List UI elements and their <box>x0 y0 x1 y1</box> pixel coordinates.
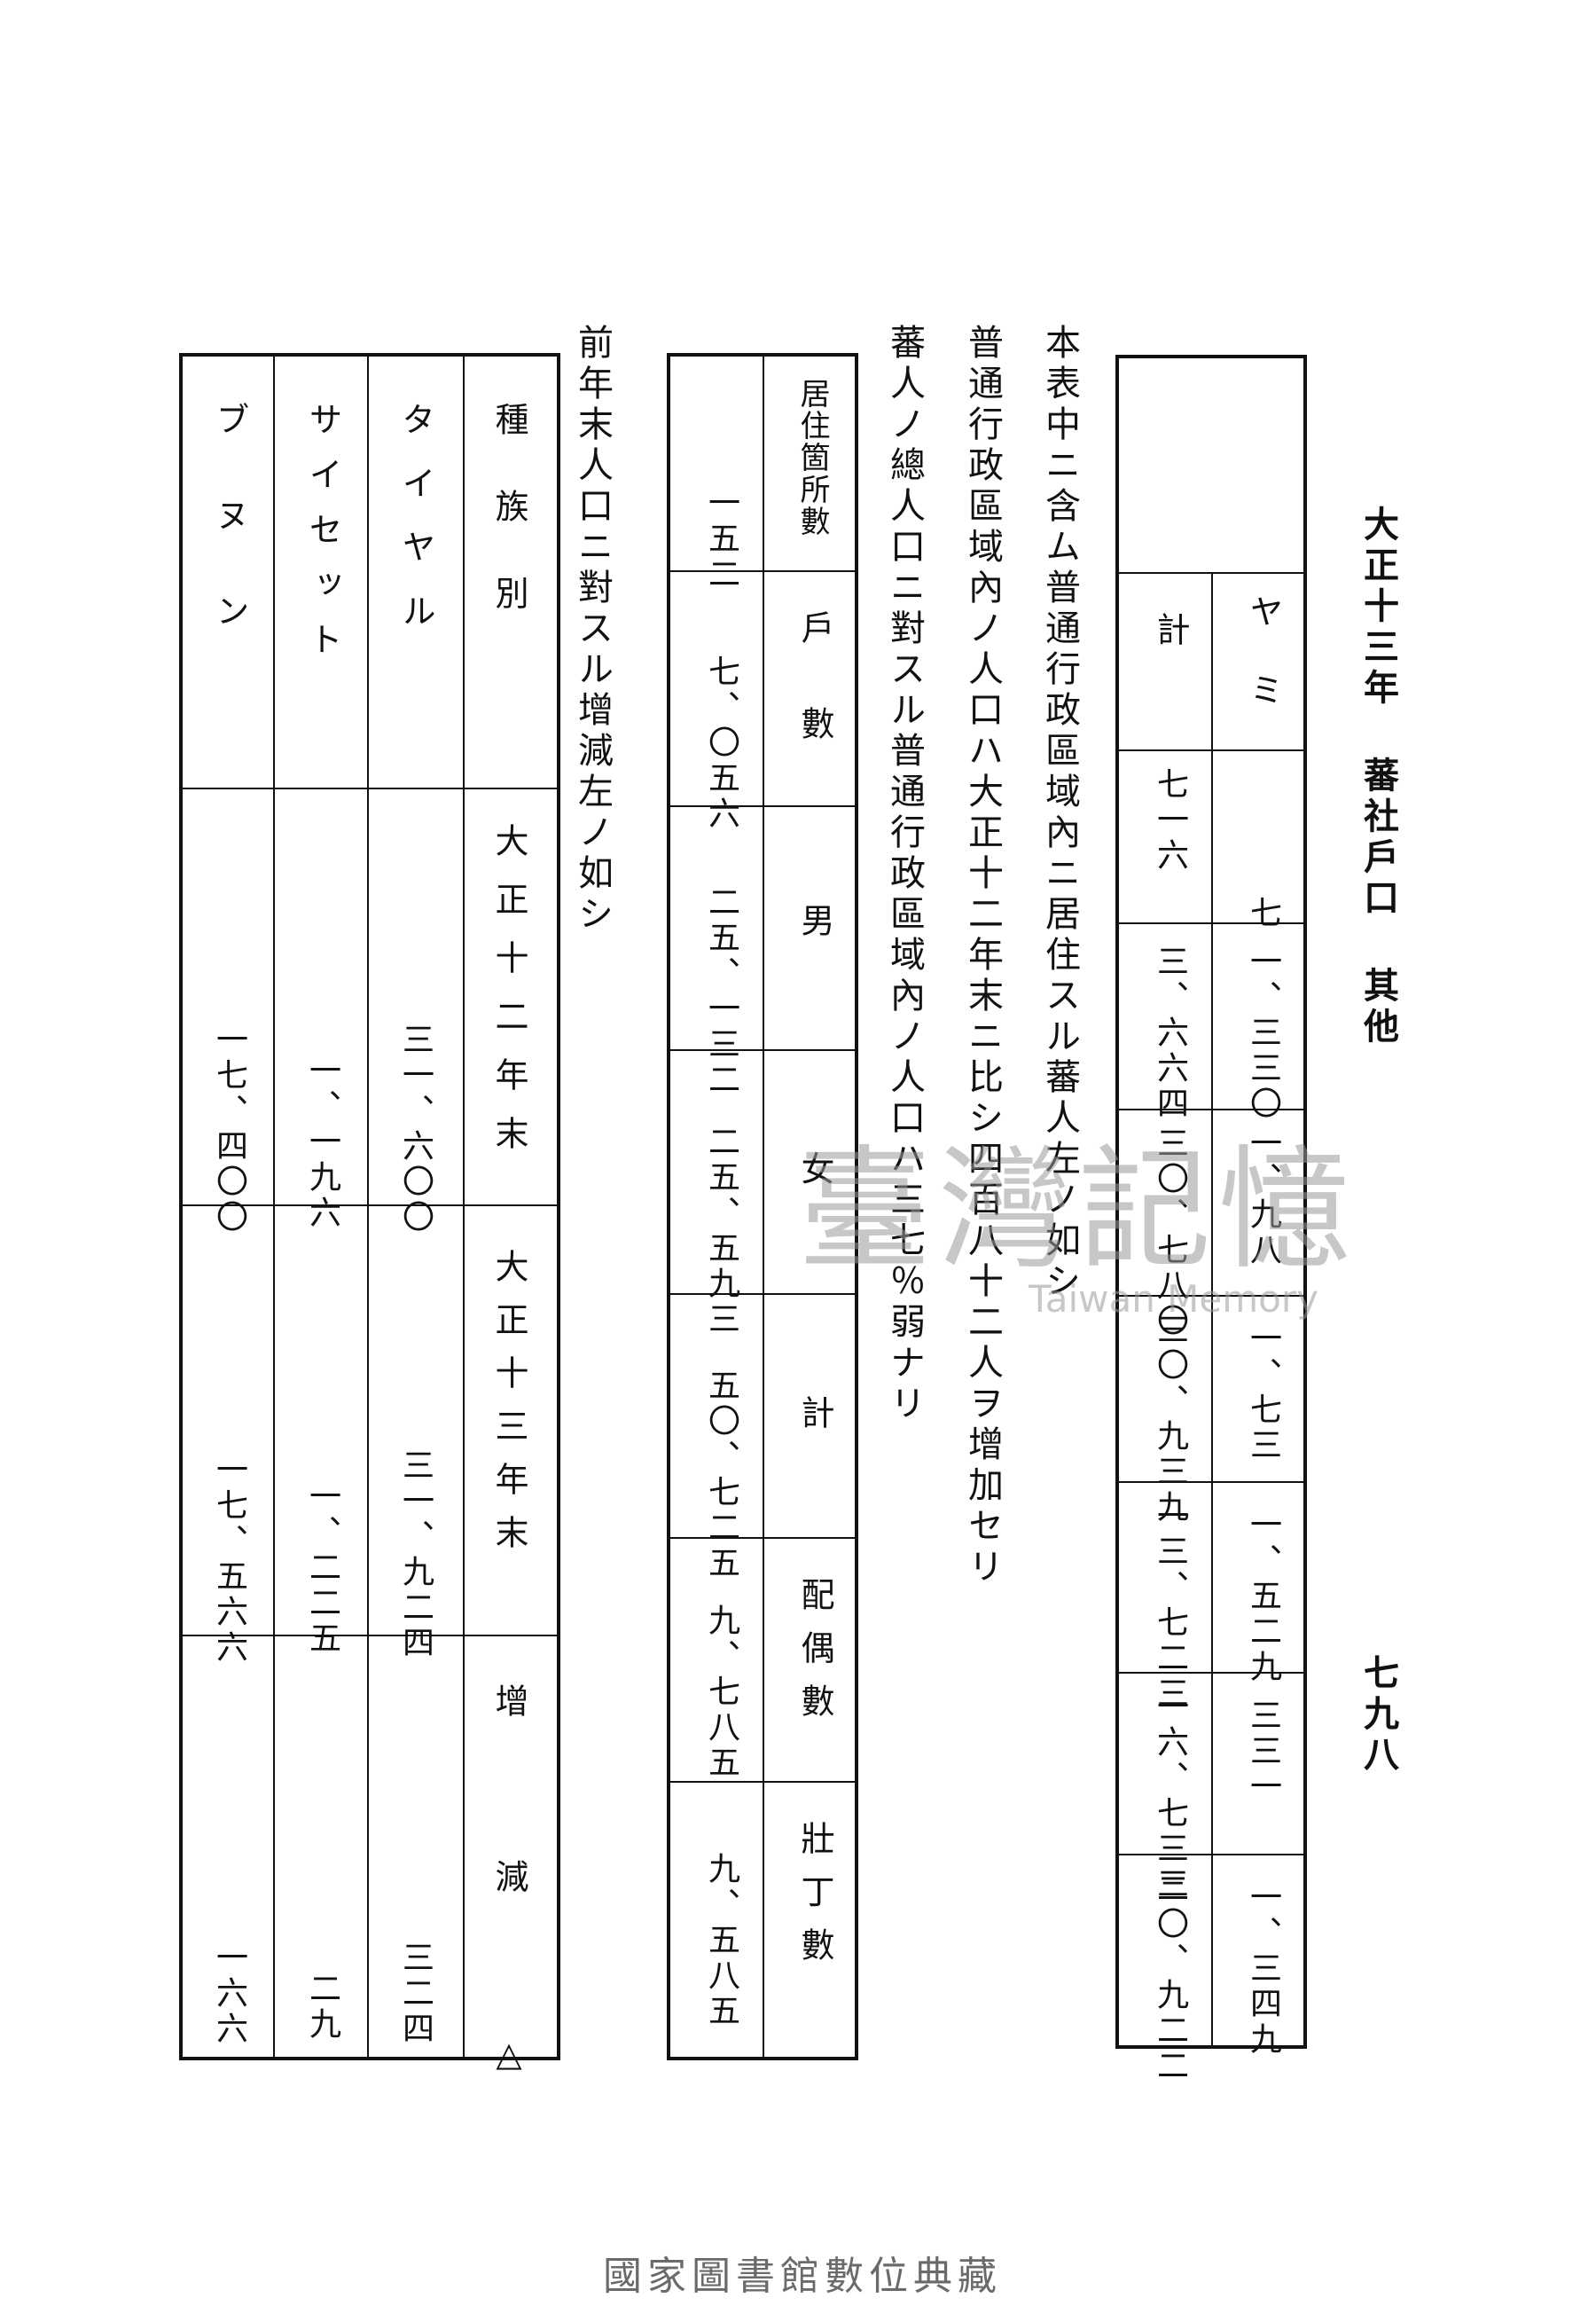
table-cell: 一、三四九 <box>1245 1880 1281 2058</box>
table-cell: 七 <box>1245 896 1281 931</box>
column-header: 居住箇所數 <box>794 378 830 537</box>
column-header: 男 <box>795 903 834 942</box>
table-cell: 一六、七三三 <box>1152 1690 1188 1902</box>
table-population-change: 種族別 大正十二年末 大正十三年末 增減△ タイヤル 三一、六〇〇 三一、九二四… <box>179 353 560 2216</box>
table-cell: 一、一九六 <box>304 1054 340 1231</box>
table-cell: 七一六 <box>1152 767 1188 874</box>
column-header: 增減△ <box>489 1683 528 2216</box>
watermark-subtext: Taiwan Memory <box>1029 1277 1318 1321</box>
note-line: 前年末人口ニ對スル增減左ノ如シ <box>572 324 613 936</box>
column-header: 大正十二年末 <box>489 823 528 1174</box>
table-cell: 三、六六四 <box>1152 945 1188 1122</box>
table-cell: 一七、四〇〇 <box>211 1023 247 1235</box>
note-line: 普通行政區域內ノ人口ハ大正十二年末ニ比シ四百八十二人ヲ增加セリ <box>962 324 1003 1588</box>
table-continued: ヤ ミ 七 一、三三〇 一、九八 一、七三 一、五二九 三三一 一、三四九 計 … <box>1115 355 1307 2084</box>
note-line: 蕃人ノ總人口ニ對スル普通行政區域內ノ人口ハ三七％弱ナリ <box>884 324 925 1425</box>
column-header: 壯丁數 <box>795 1821 834 1980</box>
table-cell: 一六六 <box>211 1941 247 2047</box>
table-cell: 三〇、九三九 <box>1152 1313 1188 1526</box>
table-cell: 一、二二五 <box>304 1479 340 1657</box>
table-cell: 七、〇五六 <box>703 655 739 832</box>
table-cell: 二五、五九三 <box>703 1125 739 1337</box>
table-cell: 二〇、九二二 <box>1152 1871 1188 2084</box>
tribe-name: ブヌン <box>210 402 249 689</box>
table-cell: 一、五二九 <box>1245 1508 1281 1685</box>
table-cell: 三一、九二四 <box>397 1448 434 1661</box>
watermark-logo: 臺灣記憶 <box>798 1133 1359 1288</box>
page-title: 大正十三年 蕃社戶口 其他 <box>1357 506 1399 1048</box>
table-cell: 五〇、七二五 <box>703 1369 739 1581</box>
column-header: 配偶數 <box>795 1577 834 1737</box>
table-resident: 居住箇所數 戶數 男 女 計 配偶數 壯丁數 一五二 七、〇五六 二五、一三二 … <box>667 353 858 2060</box>
tribe-name: タイヤル <box>396 402 435 657</box>
table-cell: 一三、七二三 <box>1152 1499 1188 1712</box>
table-cell: 九、七八五 <box>703 1604 739 1781</box>
table-cell: 三三一 <box>1245 1698 1281 1805</box>
page-number: 七九八 <box>1357 1654 1399 1777</box>
table-cell: 一五二 <box>703 486 739 592</box>
tribe-name: サイセット <box>303 402 342 677</box>
column-header: 種族別 <box>489 402 528 663</box>
column-header: 大正十三年末 <box>489 1249 528 1568</box>
table-cell: 二九 <box>304 1972 340 2043</box>
table-cell: 一、七三 <box>1245 1322 1281 1463</box>
table-cell: 九、五八五 <box>703 1852 739 2029</box>
row-label: ヤ ミ <box>1244 594 1283 711</box>
row-label: 計 <box>1151 612 1190 651</box>
column-header: 女 <box>795 1151 834 1190</box>
table-cell: 三二四 <box>397 1941 434 2047</box>
table-cell: 一七、五六六 <box>211 1453 247 1666</box>
table-cell: 三一、六〇〇 <box>397 1023 434 1235</box>
table-cell: 一、三三〇 <box>1245 945 1281 1122</box>
note-line: 本表中ニ含ム普通行政區域內ニ居住スル蕃人左ノ如シ <box>1039 324 1080 1303</box>
table-cell: 一、九八 <box>1245 1126 1281 1268</box>
footer-credit: 國家圖書館數位典藏 <box>603 2254 1002 2299</box>
table-cell: 三〇、七八〇 <box>1152 1126 1188 1339</box>
column-header: 計 <box>795 1395 834 1434</box>
table-cell: 二五、一三二 <box>703 885 739 1098</box>
column-header: 戶數 <box>795 610 834 802</box>
